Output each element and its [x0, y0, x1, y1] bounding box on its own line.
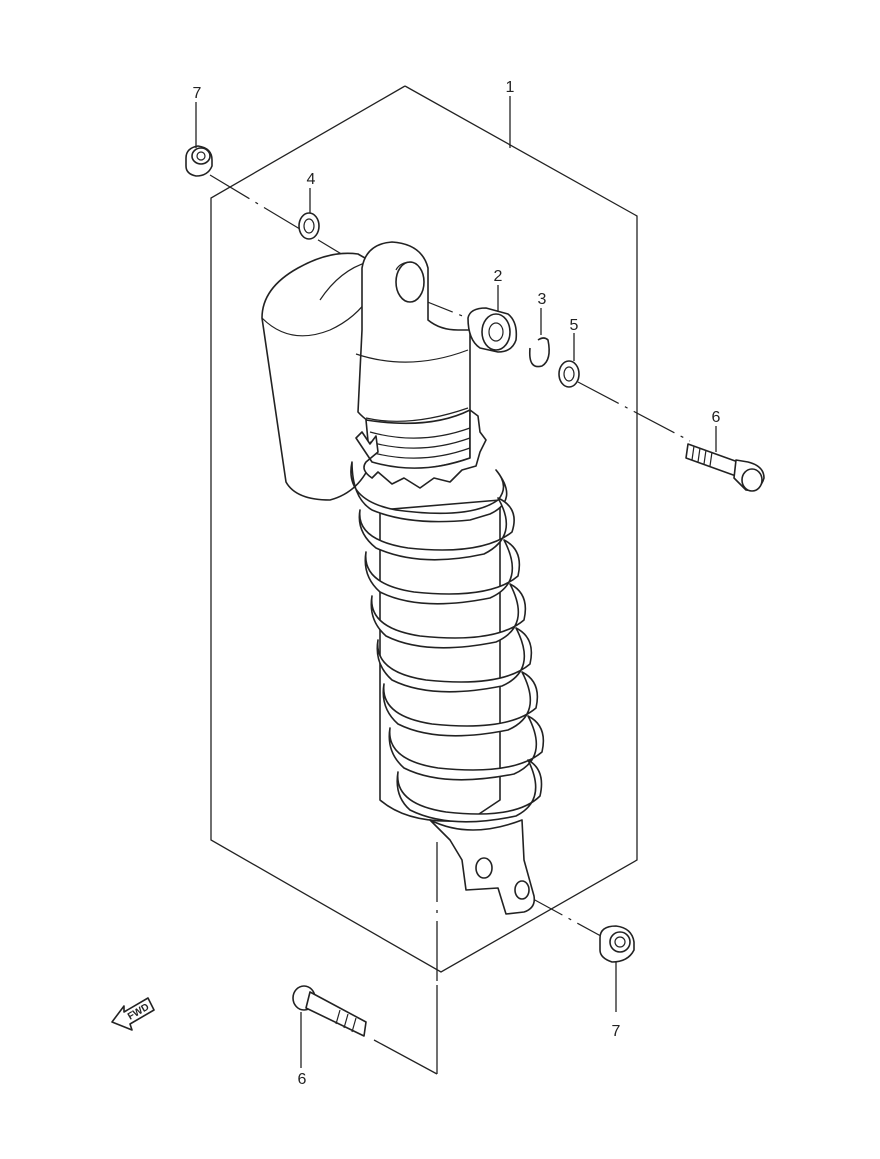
callout-4: 4: [307, 171, 316, 188]
callout-7-upper: 7: [193, 85, 202, 102]
callout-3: 3: [538, 291, 547, 308]
callout-6-upper: 6: [712, 409, 721, 426]
nut-lower: [599, 925, 635, 1012]
washer-right: [558, 333, 580, 388]
spring-seat: [355, 409, 487, 489]
washer-upper: [298, 188, 320, 240]
callout-5: 5: [570, 317, 579, 334]
circlip: [528, 308, 550, 368]
bolt-upper: [685, 426, 765, 492]
callout-2: 2: [494, 268, 503, 285]
callout-7-lower: 7: [612, 1023, 621, 1040]
callout-1: 1: [506, 79, 515, 96]
callout-6-lower: 6: [298, 1071, 307, 1088]
nut-upper: [185, 102, 213, 177]
shock-absorber: [261, 241, 545, 915]
reservoir: [261, 252, 373, 501]
bolt-lower: [292, 985, 367, 1068]
bushing: [467, 285, 518, 353]
assembly-box: [210, 85, 638, 1075]
fwd-arrow-icon: FWD: [111, 997, 155, 1031]
